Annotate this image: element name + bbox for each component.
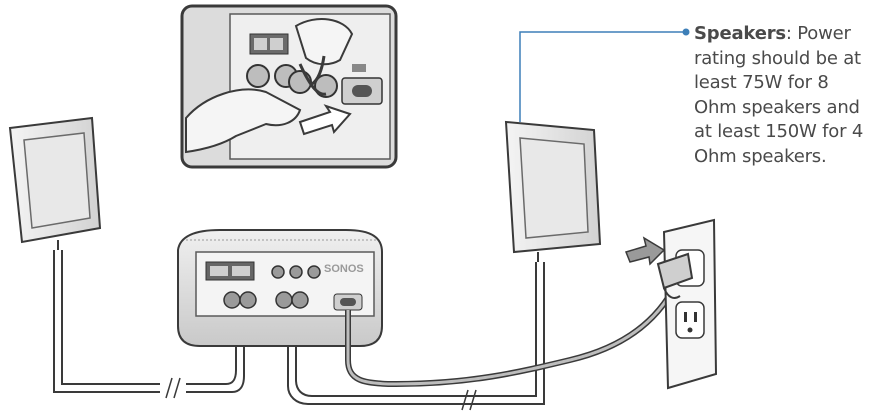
callout-separator: :	[785, 23, 798, 44]
callout-marker-dot	[682, 28, 690, 36]
speaker-cables	[53, 250, 545, 411]
wall-outlet	[662, 218, 718, 390]
speakers-callout: Speakers: Power rating should be at leas…	[694, 22, 866, 169]
speaker-left	[8, 116, 102, 250]
speaker-right	[504, 120, 602, 262]
power-plug	[656, 252, 694, 299]
inset-closeup	[180, 4, 398, 169]
sonos-amplifier: SONOS	[177, 229, 383, 347]
callout-leader-line	[519, 31, 683, 122]
amp-brand-logo: SONOS	[324, 263, 364, 275]
callout-title: Speakers	[694, 23, 786, 44]
callout-body: Power rating should be at least 75W for …	[694, 23, 864, 167]
plug-insert-arrow	[624, 236, 666, 266]
power-cord	[345, 282, 679, 388]
